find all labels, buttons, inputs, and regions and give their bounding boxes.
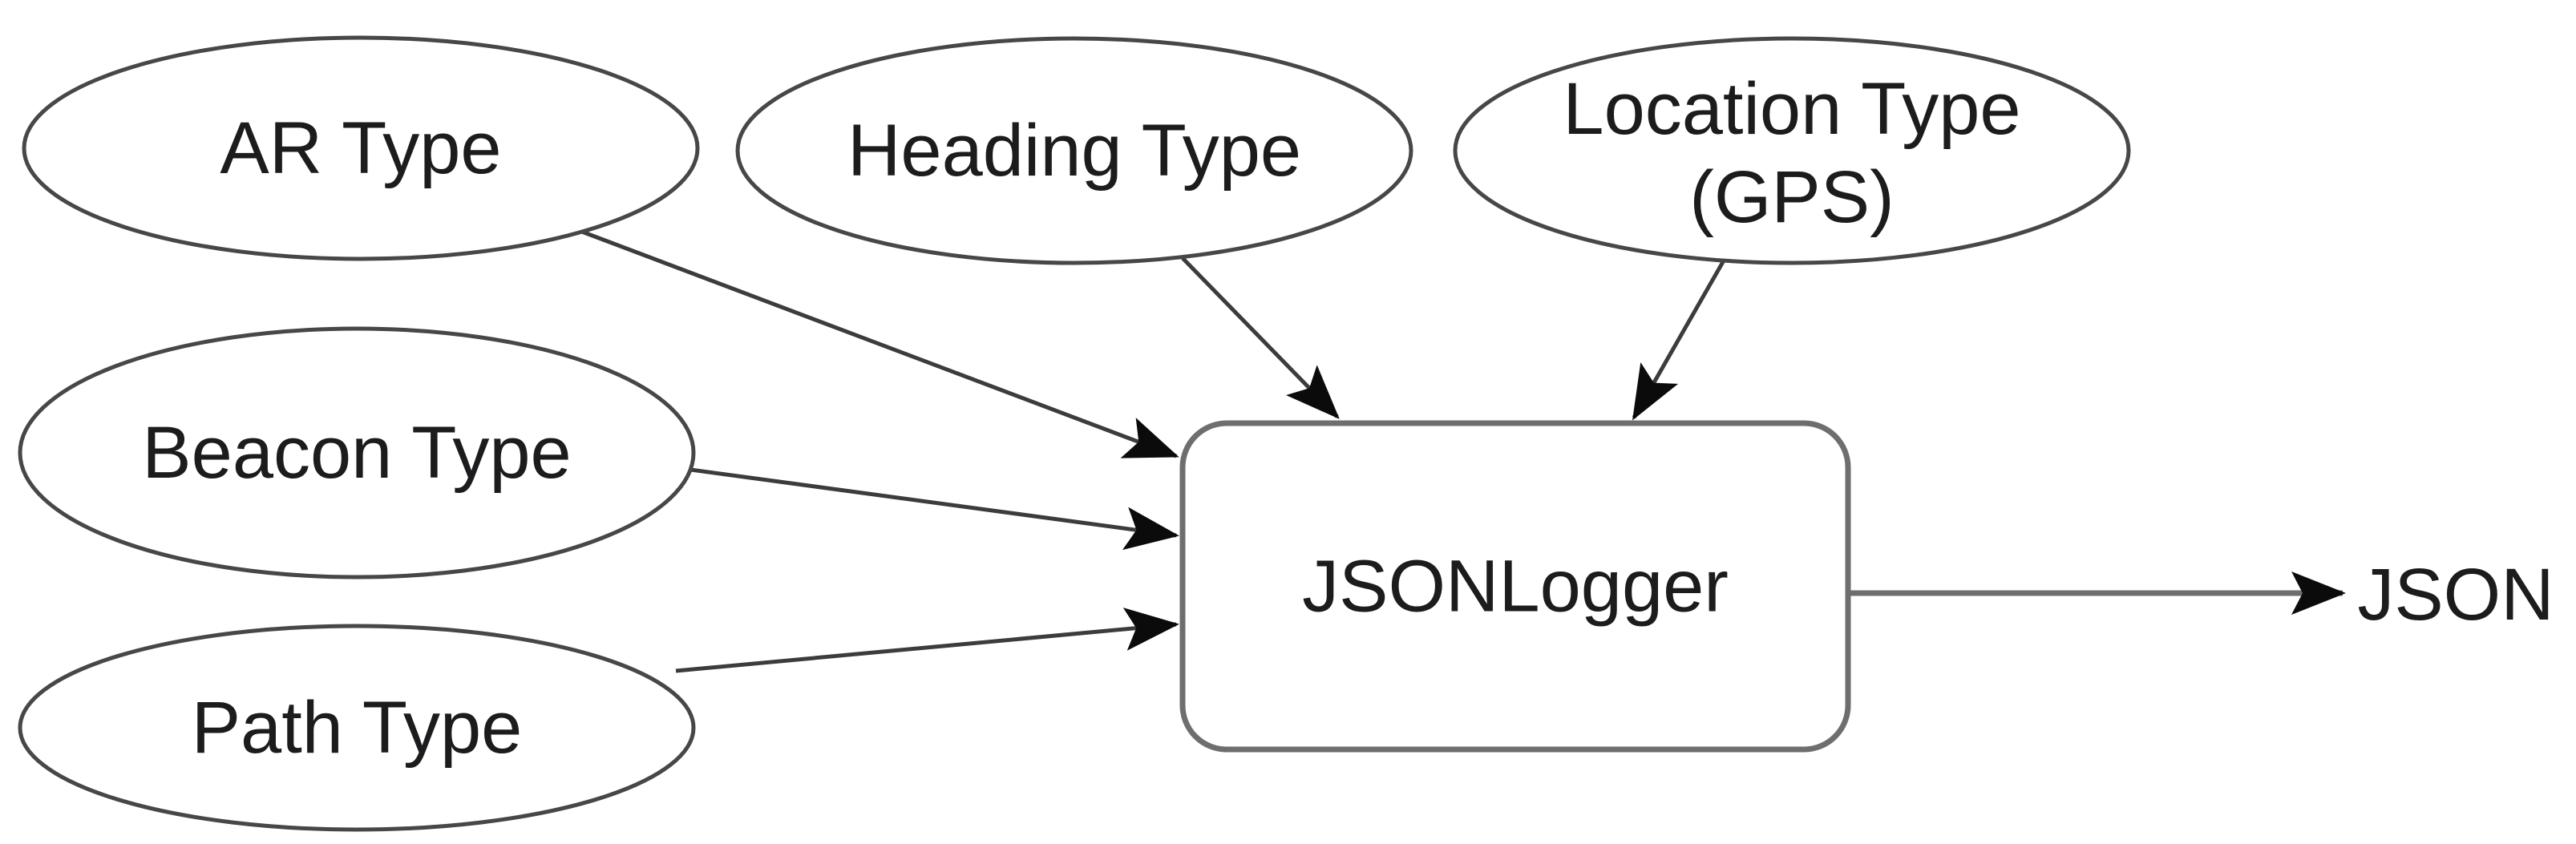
location-type-ellipse <box>1453 36 2131 265</box>
jsonlogger-box <box>1179 420 1851 753</box>
path-type-label: Path Type <box>192 687 523 769</box>
heading-type-ellipse <box>735 36 1413 265</box>
heading-type-label: Heading Type <box>847 110 1301 192</box>
edge-location-to-logger <box>1632 259 1726 421</box>
edge-ar-to-logger <box>579 228 1179 458</box>
node-path-type: Path Type <box>18 624 696 832</box>
node-heading-type: Heading Type <box>735 36 1413 265</box>
node-location-type: Location Type(GPS) <box>1453 36 2131 265</box>
beacon-type-ellipse <box>18 326 696 579</box>
location-type-label: (GPS) <box>1689 156 1895 238</box>
edge-heading-to-logger <box>1181 256 1340 419</box>
ar-type-label: AR Type <box>220 107 501 189</box>
path-type-ellipse <box>18 624 696 832</box>
node-beacon-type: Beacon Type <box>18 326 696 579</box>
edge-beacon-to-logger <box>666 464 1179 551</box>
location-type-label: Location Type <box>1563 68 2020 150</box>
beacon-type-label: Beacon Type <box>142 412 571 494</box>
node-ar-type: AR Type <box>22 35 700 261</box>
jsonlogger-label: JSONLogger <box>1302 546 1729 628</box>
node-json-output: JSON <box>2357 554 2554 636</box>
node-jsonlogger: JSONLogger <box>1179 420 1851 753</box>
json-output-label: JSON <box>2357 554 2554 636</box>
ar-type-ellipse <box>22 35 700 261</box>
edge-path-to-logger <box>675 608 1179 673</box>
